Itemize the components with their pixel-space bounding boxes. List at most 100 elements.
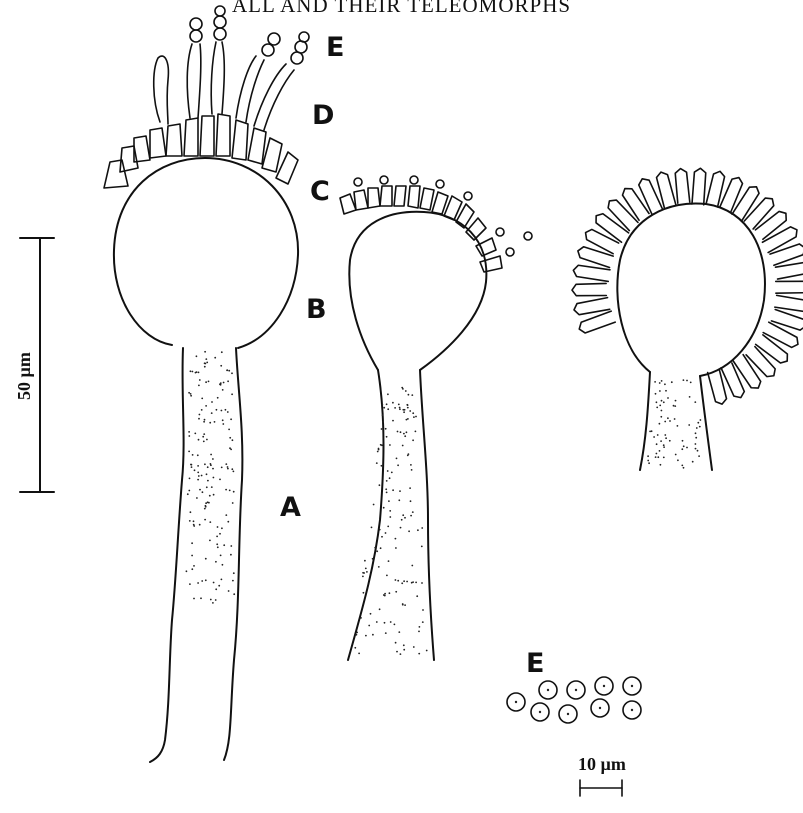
stipple-dot <box>209 495 211 497</box>
stipple-dot <box>659 390 661 392</box>
stipple-dot <box>211 486 213 488</box>
metula <box>574 298 610 315</box>
stipple-dot <box>395 547 397 549</box>
stipple-dot <box>648 462 650 464</box>
stipple-dot <box>387 393 389 395</box>
metulae-middle <box>340 176 532 272</box>
stipple-dot <box>398 631 400 633</box>
stipple-dot <box>411 582 413 584</box>
stipple-dot <box>697 422 699 424</box>
stipple-dot <box>656 401 658 403</box>
stipple-dot <box>190 511 192 513</box>
stipple-dot <box>376 550 378 552</box>
stipple-dot <box>213 582 215 584</box>
stipple-dot <box>411 394 413 396</box>
stipple-dot <box>386 492 388 494</box>
stipple-dot <box>404 409 406 411</box>
stipple-dot <box>203 433 205 435</box>
stipple-dot <box>372 558 374 560</box>
stipple-dot <box>664 383 666 385</box>
stipple-dot <box>647 460 649 462</box>
stipple-dot <box>399 407 401 409</box>
stipple-dot <box>406 581 408 583</box>
stipple-dot <box>192 454 194 456</box>
stipple-dot <box>189 583 191 585</box>
stipple-dot <box>199 524 201 526</box>
metula <box>775 295 803 311</box>
label-c: C <box>310 176 330 207</box>
stipple-dot <box>686 447 688 449</box>
stipple-dot <box>365 568 367 570</box>
stipple-dot <box>379 529 381 531</box>
stipple-dot <box>231 468 233 470</box>
metula <box>776 281 803 293</box>
stipple-dot <box>222 419 224 421</box>
stipple-dot <box>683 445 685 447</box>
stipe-middle <box>348 370 434 660</box>
stipple-dot <box>368 625 370 627</box>
stipple-dot <box>215 599 217 601</box>
stipple-dot <box>362 572 364 574</box>
stipple-dot <box>374 547 376 549</box>
scale-label-50um: 50 µm <box>14 352 34 400</box>
stipple-dot <box>222 423 224 425</box>
stipple-dot <box>381 465 383 467</box>
stipple-dot <box>661 410 663 412</box>
stipple-dot <box>683 467 685 469</box>
stipple-dot <box>663 444 665 446</box>
stipple-dot <box>661 380 663 382</box>
vesicle-left <box>114 158 298 348</box>
stipple-dot <box>198 418 200 420</box>
metula <box>578 247 613 268</box>
stipple-dot <box>197 479 199 481</box>
stipple-dot <box>404 604 406 606</box>
stipple-dot <box>226 369 228 371</box>
stipple-dot <box>230 554 232 556</box>
stipple-dot <box>663 401 665 403</box>
metulae-left <box>104 114 298 188</box>
stipple-dot <box>409 410 411 412</box>
metula <box>596 214 629 243</box>
conidium-spot <box>547 689 549 691</box>
stipple-dot <box>201 580 203 582</box>
conidium-spot <box>567 713 569 715</box>
stipple-dot <box>229 437 231 439</box>
stipple-dot <box>211 412 213 414</box>
stipple-dot <box>216 409 218 411</box>
stipple-dot <box>659 450 661 452</box>
stipple-dot <box>194 469 196 471</box>
scale-bar-10um: 10 µm <box>578 754 626 796</box>
stipple-dot <box>689 396 691 398</box>
stipple-dot <box>417 529 419 531</box>
metula <box>763 322 798 347</box>
stipple-dot <box>229 490 231 492</box>
stipple-dot <box>187 493 189 495</box>
stipple-dot <box>193 565 195 567</box>
stipple-dot <box>354 647 356 649</box>
stipple-dot <box>227 468 229 470</box>
stipple-dot <box>377 451 379 453</box>
stipple-dot <box>422 621 424 623</box>
stipple-dot <box>214 421 216 423</box>
stipple-dot <box>384 593 386 595</box>
conidium-spot <box>631 685 633 687</box>
stipple-dot <box>415 431 417 433</box>
stipple-dot <box>411 469 413 471</box>
stipple-dot <box>205 579 207 581</box>
stipple-dot <box>694 401 696 403</box>
stipple-dot <box>653 436 655 438</box>
stipple-dot <box>412 439 414 441</box>
metula <box>762 227 797 253</box>
stipple-dot <box>667 397 669 399</box>
stipple-dot <box>232 502 234 504</box>
stipple-dot <box>212 602 214 604</box>
stipple-dot <box>381 444 383 446</box>
stipple-dot <box>219 479 221 481</box>
stipple-dot <box>389 516 391 518</box>
stipple-dot <box>386 480 388 482</box>
stipple-dot <box>401 387 403 389</box>
stipple-dot <box>363 592 365 594</box>
stipple-dot <box>196 355 198 357</box>
stipple-dot <box>389 444 391 446</box>
stipe-stipple-middle <box>354 387 427 655</box>
